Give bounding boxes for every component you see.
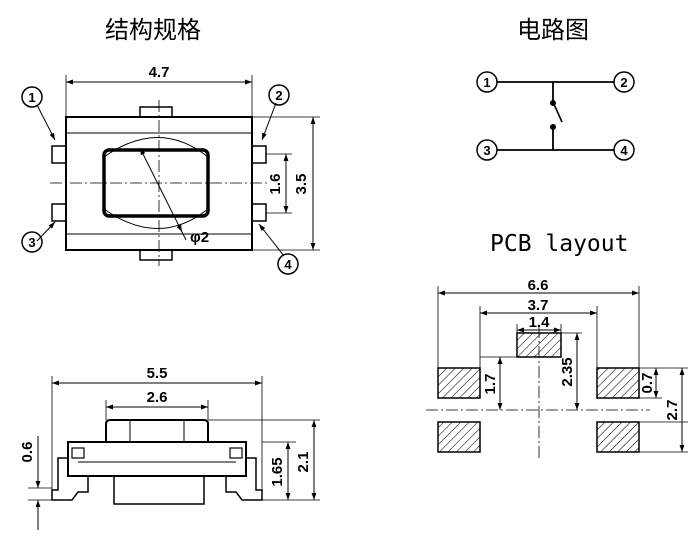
pcb-layout — [426, 286, 688, 460]
pin-4-marker — [277, 253, 299, 275]
circuit-pin-4-label: 4 — [620, 143, 628, 158]
circuit-title: 电路图 — [517, 16, 589, 44]
bottom-tab — [139, 249, 173, 261]
dim-pcb-outer-width: 6.6 — [528, 277, 549, 294]
circuit-diagram — [476, 71, 635, 161]
pin-1-label: 1 — [28, 90, 35, 105]
side-base — [113, 475, 205, 505]
dim-top-width: 4.7 — [149, 64, 170, 81]
dim-body-height: 1.65 — [269, 457, 286, 486]
dim-side-actuator-width: 2.6 — [147, 389, 168, 406]
side-body — [67, 441, 247, 477]
pad-bottom-left — [437, 421, 481, 453]
pin-3-label: 3 — [28, 235, 35, 250]
pin-2-lead — [251, 145, 267, 164]
circuit-pin-1-marker — [476, 71, 498, 93]
dim-pcb-pad-pitch: 2.7 — [664, 400, 681, 421]
pin-4-lead — [251, 203, 267, 222]
pcb-title: PCB layout — [490, 231, 629, 257]
circuit-pin-3-label: 3 — [483, 143, 490, 158]
dim-lead-height: 0.6 — [19, 442, 36, 463]
pin-4-label: 4 — [284, 257, 292, 272]
circuit-pin-3-marker — [476, 139, 498, 161]
side-view — [28, 376, 320, 530]
dim-pcb-inner-pad-height: 1.7 — [482, 374, 499, 395]
dim-pin-pitch: 1.6 — [267, 174, 284, 195]
pin-1-marker — [21, 86, 43, 108]
pad-top-right — [596, 367, 640, 399]
circuit-pin-1-label: 1 — [483, 75, 490, 90]
circuit-pin-4-marker — [613, 139, 635, 161]
dim-pcb-pad-width: 1.4 — [529, 314, 551, 331]
side-lead-right — [225, 457, 263, 501]
dim-pcb-inner-width: 3.7 — [528, 297, 549, 314]
structure-title: 结构规格 — [105, 16, 201, 44]
circuit-pin-2-label: 2 — [620, 75, 627, 90]
dim-pcb-pad-span: 2.35 — [559, 357, 576, 386]
dim-total-height: 2.1 — [295, 452, 312, 473]
side-actuator — [105, 419, 209, 442]
top-view — [21, 75, 320, 275]
pin-3-lead — [51, 203, 67, 222]
dim-pcb-pad-height: 0.7 — [639, 373, 656, 394]
circuit-pin-2-marker — [613, 71, 635, 93]
pin-2-marker — [268, 84, 290, 106]
dim-actuator-diameter: φ2 — [190, 229, 209, 246]
dim-side-total-width: 5.5 — [147, 365, 168, 382]
pin-3-marker — [21, 231, 43, 253]
side-lead-left — [51, 457, 89, 501]
pad-top-left — [437, 367, 481, 399]
dim-top-height: 3.5 — [293, 174, 310, 195]
top-tab — [139, 106, 173, 118]
pin-1-lead — [51, 145, 67, 164]
pad-bottom-right — [596, 421, 640, 453]
pin-2-label: 2 — [275, 88, 282, 103]
